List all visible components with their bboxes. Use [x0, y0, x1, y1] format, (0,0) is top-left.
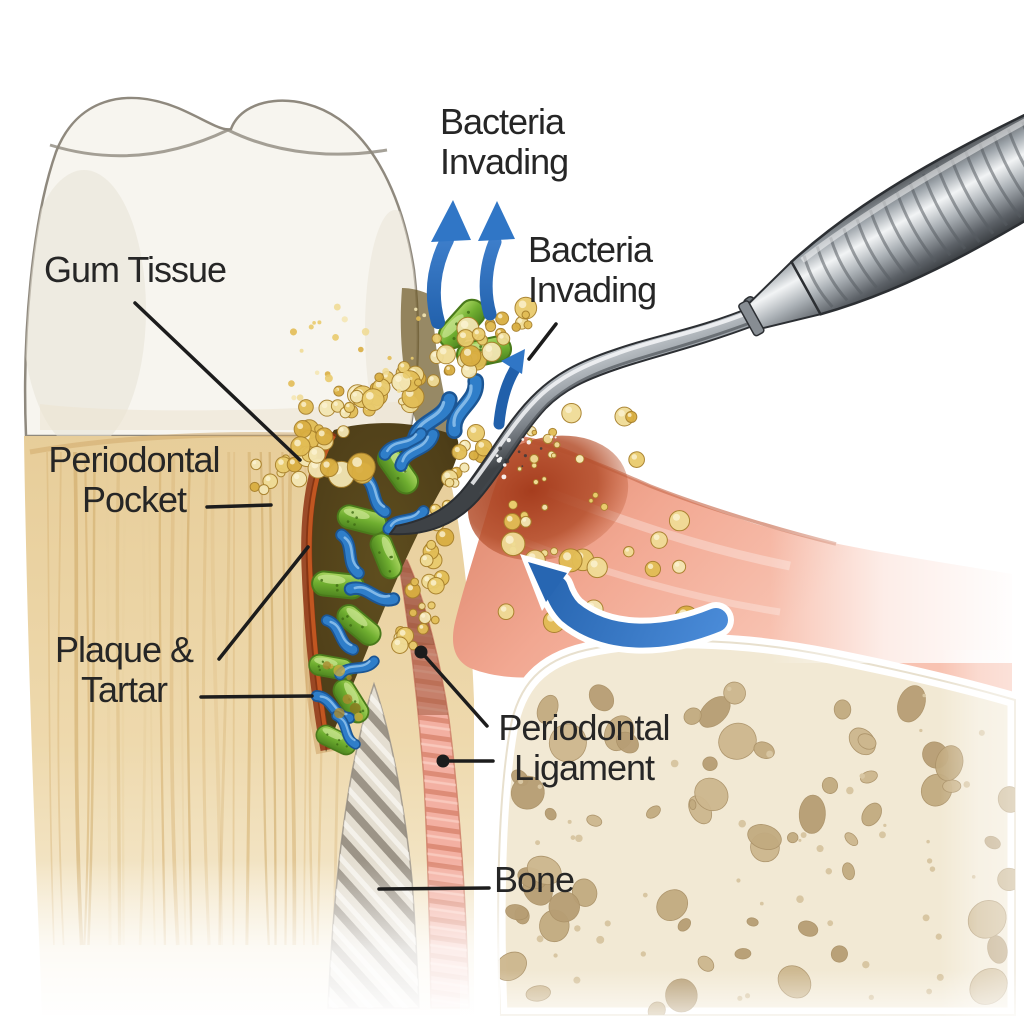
label-bacteria-invading-right: Bacteria Invading	[528, 229, 657, 311]
bacteria-up-arrow-right	[478, 201, 515, 321]
right-edge-fade	[940, 650, 1024, 1024]
label-bacteria-invading-top: Bacteria Invading	[440, 101, 569, 183]
curved-arrow-to-pocket	[520, 554, 734, 654]
leader-dot	[414, 645, 428, 659]
leader-plaque-tartar-2	[199, 694, 314, 699]
scaler-instrument	[389, 48, 1024, 536]
label-plaque-tartar: Plaque & Tartar	[54, 629, 194, 711]
leader-bacteria-invading	[527, 322, 558, 361]
scaler-shaft-tip	[389, 305, 759, 536]
label-periodontal-ligament: Periodontal Ligament	[498, 707, 670, 789]
label-gum-tissue: Gum Tissue	[44, 249, 227, 290]
handle-ribs	[802, 121, 1024, 308]
blue-bacterium	[343, 581, 401, 607]
blue-bacterium	[320, 614, 360, 656]
label-periodontal-pocket: Periodontal Pocket	[48, 439, 220, 521]
blue-bacterium	[446, 372, 484, 440]
crown-cusp-line	[227, 128, 388, 156]
leader-periodontal-pocket	[205, 503, 273, 509]
scaler-handle	[738, 48, 1024, 337]
green-bacterium	[369, 532, 403, 580]
inflamed-gum-patch	[467, 435, 629, 561]
plaque-tartar-granules	[249, 296, 699, 722]
leader-gum-tissue	[133, 301, 302, 462]
leader-plaque-tartar-1	[217, 545, 310, 661]
leader-lines	[133, 301, 558, 891]
bacteria-up-arrow-left	[426, 200, 471, 329]
blue-bacterium	[378, 427, 428, 461]
blue-bacterium	[335, 528, 365, 580]
bottom-fade	[460, 970, 1024, 1024]
leader-ligament-1	[422, 653, 489, 728]
green-bacterium	[336, 604, 382, 646]
scraping-sparkles	[495, 435, 557, 480]
bottom-left-fade	[0, 860, 500, 1024]
tooth-crown	[23, 96, 420, 438]
label-bone: Bone	[494, 859, 575, 900]
crown-cusp-line	[49, 128, 229, 158]
leader-dot	[436, 754, 450, 768]
gum-right-fade	[770, 415, 1024, 663]
bacteria-small-arrow	[493, 349, 525, 430]
leader-bone	[377, 886, 491, 891]
blue-bacterium	[382, 505, 430, 535]
blue-bacterium	[394, 427, 440, 473]
